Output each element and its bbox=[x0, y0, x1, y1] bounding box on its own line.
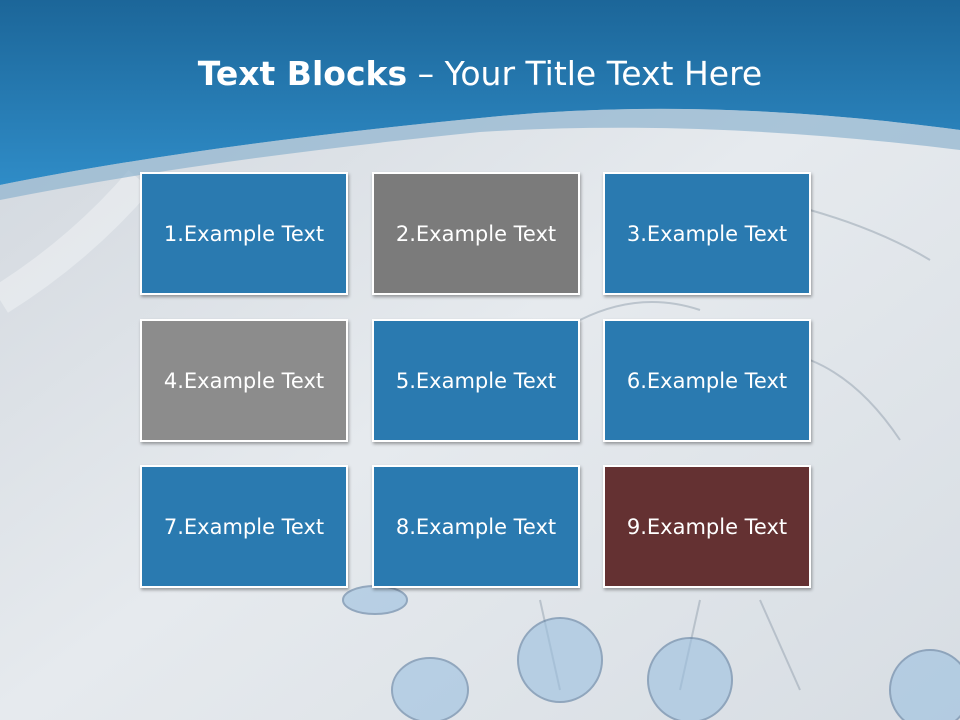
sketch-circles bbox=[342, 585, 960, 720]
text-block-2[interactable]: 2.Example Text bbox=[372, 172, 580, 295]
text-block-1[interactable]: 1.Example Text bbox=[140, 172, 348, 295]
title-bold-part: Text Blocks bbox=[197, 54, 408, 93]
text-block-7[interactable]: 7.Example Text bbox=[140, 465, 348, 588]
text-block-8[interactable]: 8.Example Text bbox=[372, 465, 580, 588]
slide-title: Text Blocks – Your Title Text Here bbox=[0, 50, 960, 98]
text-block-6[interactable]: 6.Example Text bbox=[603, 319, 811, 442]
title-dash: – bbox=[407, 54, 445, 93]
text-block-3[interactable]: 3.Example Text bbox=[603, 172, 811, 295]
text-block-5[interactable]: 5.Example Text bbox=[372, 319, 580, 442]
text-block-4[interactable]: 4.Example Text bbox=[140, 319, 348, 442]
text-block-9[interactable]: 9.Example Text bbox=[603, 465, 811, 588]
title-rest: Your Title Text Here bbox=[444, 54, 763, 93]
